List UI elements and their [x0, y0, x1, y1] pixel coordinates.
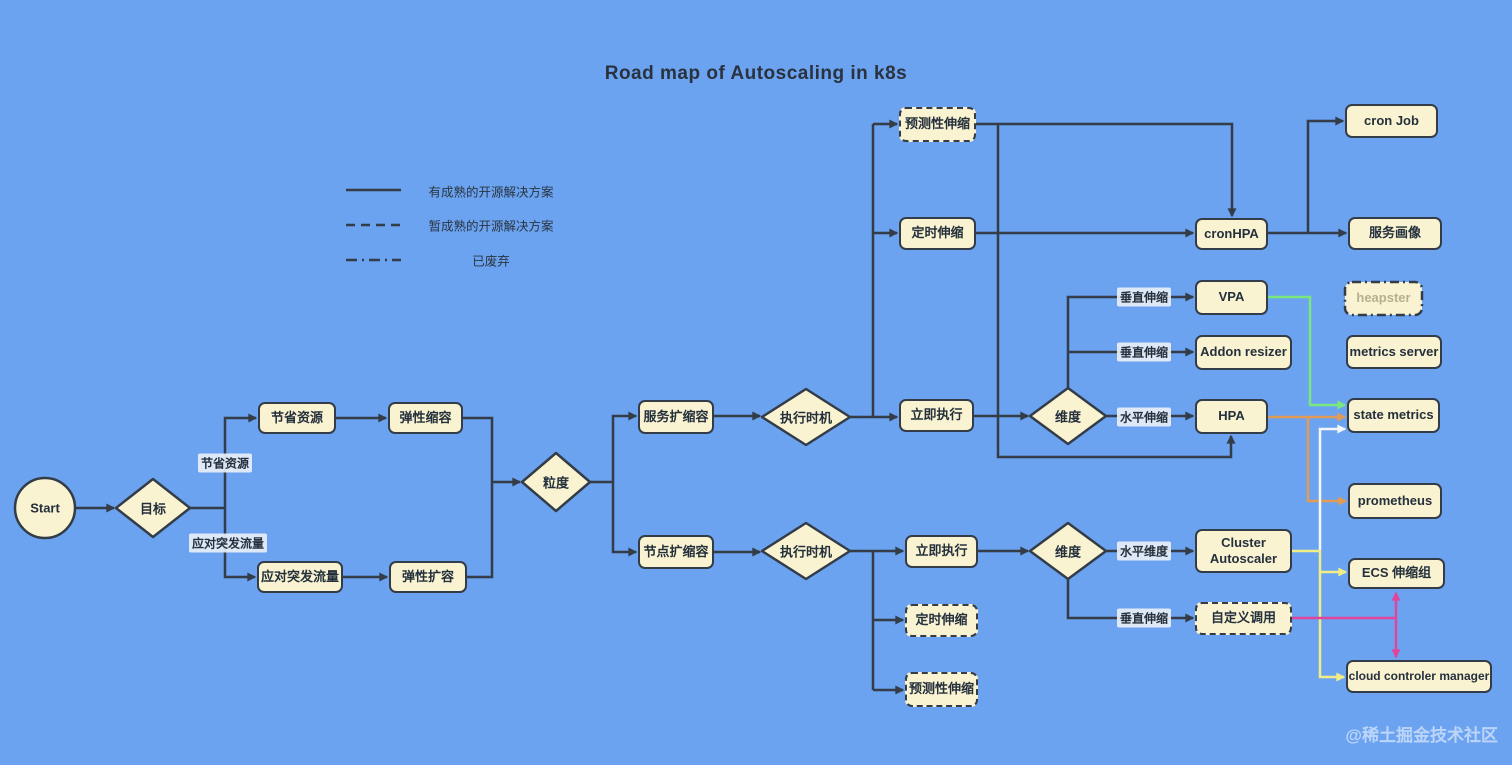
node-elastic-expand: 弹性扩容: [389, 561, 467, 593]
decision-granularity-shape: [520, 451, 592, 513]
edge-hpa-to-prometheus-orange: [1306, 417, 1348, 506]
decision-goal-shape: [114, 477, 192, 539]
legend-label-semi-mature: 暂成熟的开源解决方案: [428, 219, 554, 234]
edge-granularity-to-service-scaling: [611, 411, 638, 482]
node-cloud-controller-manager: cloud controler manager: [1346, 660, 1492, 693]
node-addon-resizer: Addon resizer: [1195, 335, 1292, 370]
edge-cluster-autoscaler-to-state-metrics-white: [1318, 424, 1347, 551]
node-state-metrics: state metrics: [1347, 398, 1440, 433]
node-elastic-shrink: 弹性缩容: [388, 402, 463, 434]
juejin-watermark: @稀土掘金技术社区: [1345, 726, 1498, 745]
node-immediate-exec-bottom: 立即执行: [905, 535, 978, 568]
edge-predictive-to-hpa: [996, 124, 1236, 459]
node-scheduled-scaling-bottom: 定时伸缩: [905, 604, 978, 637]
edge-label-vertical-scaling-vpa: 垂直伸缩: [1116, 287, 1172, 307]
decision-timing-bottom-label: 执行时机: [779, 544, 833, 560]
legend-line-samples: [346, 188, 401, 262]
node-predictive-scaling-top: 预测性伸缩: [899, 107, 976, 142]
node-prometheus: prometheus: [1348, 483, 1442, 519]
edge-cluster-autoscaler-to-ecs-yellow: [1292, 549, 1348, 577]
edge-label-burst-traffic: 应对突发流量: [188, 533, 268, 553]
node-service-scaling: 服务扩缩容: [638, 400, 714, 434]
node-cronhpa: cronHPA: [1195, 218, 1268, 250]
node-immediate-exec-top: 立即执行: [899, 399, 974, 432]
edge-label-horizontal-scaling-hpa: 水平伸缩: [1116, 407, 1172, 427]
edge-cronhpa-to-cronjob: [1306, 116, 1345, 233]
edge-label-save-resources: 节省资源: [197, 453, 253, 473]
decision-granularity-label: 粒度: [542, 475, 570, 491]
edge-cluster-autoscaler-to-ccm-yellow: [1318, 572, 1346, 682]
legend-label-deprecated: 已废弃: [472, 254, 510, 269]
node-custom-invoke: 自定义调用: [1195, 602, 1292, 635]
node-cron-job: cron Job: [1345, 104, 1438, 138]
edge-elastic-shrink-merge: [463, 416, 494, 482]
edge-label-vertical-scaling-custom: 垂直伸缩: [1116, 608, 1172, 628]
legend-label-mature: 有成熟的开源解决方案: [428, 185, 554, 200]
node-vpa: VPA: [1195, 280, 1268, 315]
edge-predictive-to-cronhpa: [976, 122, 1237, 218]
decision-timing-top-label: 执行时机: [779, 410, 833, 426]
decision-dimension-bottom-label: 维度: [1054, 544, 1082, 560]
dark-edges: [75, 116, 1348, 695]
start-label: Start: [30, 500, 60, 516]
node-save-resources: 节省资源: [258, 402, 336, 434]
start-circle-shape: [13, 476, 77, 540]
edge-goal-to-burst-traffic: [223, 508, 257, 582]
edge-label-vertical-scaling-addon: 垂直伸缩: [1116, 342, 1172, 362]
decision-dimension-top-label: 维度: [1054, 409, 1082, 425]
edge-elastic-expand-merge: [467, 482, 494, 579]
edge-vpa-to-state-metrics-green: [1268, 295, 1347, 410]
decision-timing-top-shape: [760, 387, 852, 447]
node-metrics-server: metrics server: [1346, 335, 1442, 369]
edge-goal-to-save-resources: [223, 413, 258, 508]
node-hpa: HPA: [1195, 399, 1268, 434]
node-scheduled-scaling-top: 定时伸缩: [899, 217, 976, 250]
edge-granularity-to-node-scaling: [611, 482, 638, 557]
decision-dimension-top-shape: [1028, 386, 1108, 446]
node-heapster-deprecated: heapster: [1356, 290, 1411, 306]
decision-dimension-bottom-shape: [1028, 521, 1108, 581]
decision-goal-label: 目标: [139, 501, 167, 517]
edge-label-horizontal-dimension-ca: 水平维度: [1116, 541, 1172, 561]
node-cluster-autoscaler: Cluster Autoscaler: [1195, 529, 1292, 573]
decision-timing-bottom-shape: [760, 521, 852, 581]
heapster-dashdot-box: [1343, 280, 1424, 317]
page-title: Road map of Autoscaling in k8s: [604, 63, 908, 84]
node-ecs-scaling-group: ECS 伸缩组: [1348, 558, 1445, 589]
node-predictive-scaling-bottom: 预测性伸缩: [905, 672, 978, 707]
colored-edges: [1268, 295, 1401, 682]
node-handle-burst-traffic: 应对突发流量: [257, 561, 343, 593]
node-service-profile: 服务画像: [1348, 217, 1442, 250]
flow-shapes: [13, 280, 1424, 581]
node-node-scaling: 节点扩缩容: [638, 535, 714, 569]
